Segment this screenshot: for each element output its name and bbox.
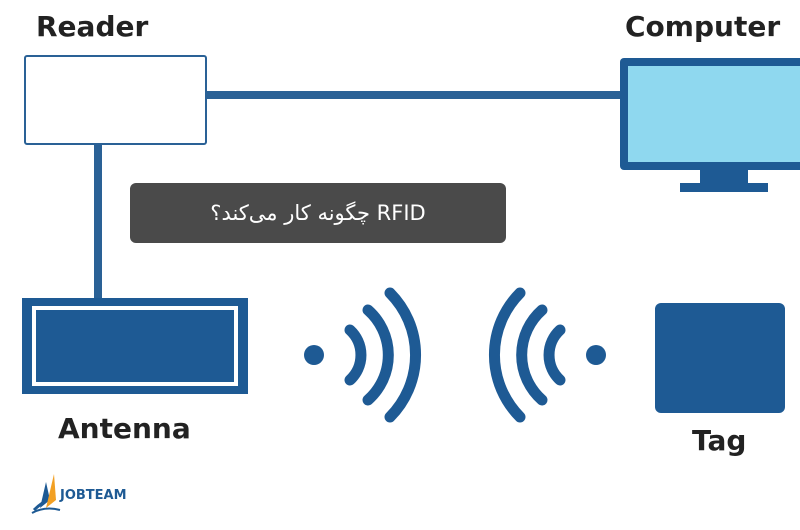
caption-banner: RFID چگونه کار می‌کند؟ bbox=[130, 183, 506, 243]
antenna-box bbox=[22, 298, 248, 394]
radio-waves bbox=[304, 287, 606, 423]
reader-computer-wire bbox=[207, 91, 622, 99]
tag-wave-arc-1 bbox=[543, 324, 566, 386]
reader-label: Reader bbox=[36, 10, 149, 43]
reader-box bbox=[24, 55, 207, 145]
antenna-wave-arc-2 bbox=[362, 304, 394, 406]
antenna-wave-dot bbox=[304, 345, 324, 365]
tag-wave-arc-2 bbox=[516, 304, 548, 406]
reader-antenna-wire bbox=[94, 145, 102, 298]
tag-chip bbox=[655, 303, 785, 413]
monitor-screen bbox=[628, 66, 800, 162]
antenna-wave-arc-1 bbox=[344, 324, 367, 386]
computer-monitor bbox=[620, 58, 800, 170]
antenna-label: Antenna bbox=[58, 412, 191, 445]
antenna-wave-arc-3 bbox=[384, 287, 422, 423]
tag-wave-dot bbox=[586, 345, 606, 365]
antenna-side-waves bbox=[304, 287, 422, 423]
tag-label: Tag bbox=[692, 424, 747, 457]
monitor-stand-base bbox=[680, 183, 768, 192]
monitor-stand-neck bbox=[700, 170, 748, 184]
tag-side-waves bbox=[488, 287, 606, 423]
logo-text: JOBTEAM bbox=[60, 488, 127, 503]
tag-wave-arc-3 bbox=[488, 287, 526, 423]
jobteam-logo-icon bbox=[31, 474, 61, 514]
antenna-inner-frame bbox=[32, 306, 238, 386]
computer-label: Computer bbox=[625, 10, 781, 43]
